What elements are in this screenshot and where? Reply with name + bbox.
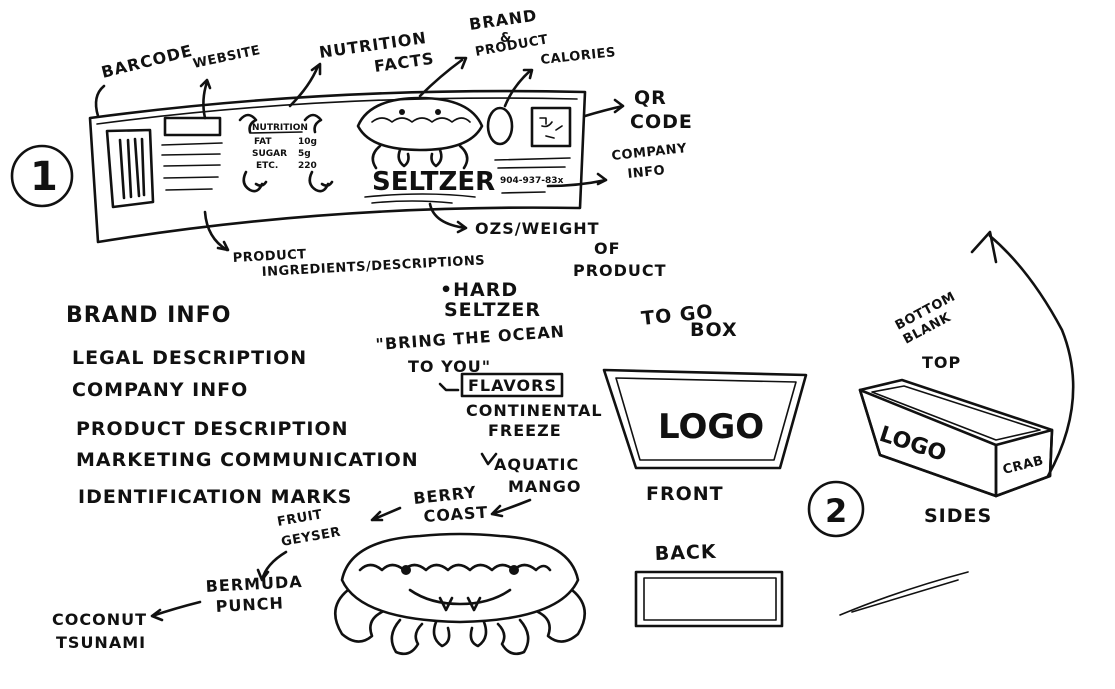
flavors-box — [460, 372, 564, 398]
nutrition-title: NUTRITION — [252, 123, 308, 133]
box-side-logo: LOGO — [876, 422, 949, 467]
claw-doodle-icon — [238, 113, 258, 134]
box-top-label: TOP — [922, 353, 961, 372]
arrow-icon — [370, 506, 402, 522]
note-hard-line1: •HARD — [440, 279, 518, 301]
pencil-stroke — [839, 571, 969, 616]
brand-info-item: LEGAL DESCRIPTION — [72, 347, 307, 369]
box-sides-label: SIDES — [924, 505, 992, 527]
note-tagline-line1: "BRING THE OCEAN — [375, 322, 566, 354]
callout-ingredients-line1: PRODUCT — [232, 247, 307, 266]
qr-code-box — [530, 106, 572, 148]
step-one-number: 1 — [10, 144, 74, 208]
step-two-circle — [807, 480, 865, 538]
callout-barcode: BARCODE — [99, 41, 194, 82]
nutrition-row-fat: FAT — [254, 137, 272, 147]
step-two-digit: 2 — [825, 492, 847, 530]
callout-ozs-line1: OZS/WEIGHT — [475, 219, 600, 238]
box-front-logo: LOGO — [658, 407, 764, 447]
flavor-fruit-line2: GEYSER — [280, 525, 342, 550]
brand-info-item: COMPANY INFO — [72, 379, 248, 401]
label-callouts: BARCODE WEBSITE NUTRITION FACTS BRAND & … — [94, 6, 693, 280]
note-flavors-label: FLAVORS — [468, 376, 557, 395]
flavor-coconut-line2: TSUNAMI — [56, 633, 146, 652]
claw-doodle-icon — [242, 170, 268, 193]
nutrition-value-sugar: 5g — [298, 149, 311, 159]
nutrition-value-etc: 220 — [298, 161, 317, 171]
note-tagline-line2: TO YOU" — [408, 357, 491, 376]
website-box — [163, 116, 222, 137]
callout-brand-line2: & — [500, 31, 512, 46]
barcode-box — [105, 128, 155, 209]
claw-doodle-icon — [308, 170, 334, 193]
calories-badge — [486, 106, 514, 146]
description-lines — [161, 142, 223, 191]
box-back-panel — [634, 570, 784, 628]
flavor-coconut-line1: COCONUT — [52, 610, 147, 629]
brand-info-item: PRODUCT DESCRIPTION — [76, 418, 349, 440]
flavor-bermuda-line2: PUNCH — [215, 593, 284, 616]
arrow-icon — [490, 498, 532, 518]
callout-website: WEBSITE — [192, 43, 262, 72]
brand-info-heading: BRAND INFO — [66, 303, 231, 328]
step-one-digit: 1 — [30, 154, 58, 200]
arrow-icon — [480, 452, 498, 466]
nutrition-block: NUTRITION FAT SUGAR ETC. 10g 5g 220 — [238, 113, 334, 193]
flavor-aquatic-line1: AQUATIC — [494, 455, 579, 474]
phone-number: 904-937-83x — [500, 176, 564, 186]
box-side-crab: CRAB — [1001, 453, 1045, 478]
callout-calories: CALORIES — [540, 45, 617, 68]
box-front-panel: LOGO — [602, 368, 808, 470]
arrow-icon — [150, 600, 202, 622]
box-front-label: FRONT — [646, 483, 724, 505]
box-back-label: BACK — [654, 541, 717, 565]
nutrition-value-fat: 10g — [298, 137, 317, 147]
arrow-icon — [438, 382, 460, 392]
to-go-line2: BOX — [690, 319, 738, 341]
seltzer-wordmark: SELTZER — [372, 167, 495, 197]
callout-company-line1: COMPANY — [611, 141, 688, 164]
callout-company-line2: INFO — [627, 163, 666, 182]
callout-qr-line1: QR — [634, 87, 667, 109]
box-3d-view: LOGO CRAB — [858, 378, 1054, 498]
callout-ozs-line3: PRODUCT — [573, 261, 667, 280]
flavor-fruit-line1: FRUIT — [276, 507, 324, 530]
label-panel: NUTRITION FAT SUGAR ETC. 10g 5g 220 SELT… — [88, 89, 587, 244]
flavor-berry-line2: COAST — [423, 503, 489, 526]
crab-illustration-icon — [334, 532, 586, 656]
claw-doodle-icon — [303, 113, 323, 134]
callout-qr-line2: CODE — [630, 111, 693, 133]
brand-info-item: IDENTIFICATION MARKS — [78, 486, 352, 508]
nutrition-row-sugar: SUGAR — [252, 149, 287, 159]
brand-info-item: MARKETING COMMUNICATION — [76, 449, 419, 471]
flavor-aquatic-line2: MANGO — [508, 477, 581, 496]
note-hard-line2: SELTZER — [444, 299, 541, 321]
to-go-box-section: TO GO BOX LOGO FRONT 2 BACK LOGO CRAB BO… — [602, 230, 1075, 628]
flavor-bermuda-line1: BERMUDA — [205, 572, 303, 596]
flavor-continental-line1: CONTINENTAL — [466, 401, 603, 420]
flavor-continental-line2: FREEZE — [488, 421, 562, 440]
crab-logo-small-icon — [356, 96, 484, 170]
callout-brand-line1: BRAND — [468, 6, 539, 34]
brand-info-list: BRAND INFO LEGAL DESCRIPTION COMPANY INF… — [66, 303, 419, 508]
nutrition-row-etc: ETC. — [256, 161, 278, 171]
callout-ozs-line2: OF — [594, 239, 621, 258]
arrow-icon — [256, 550, 288, 582]
flip-arrow-icon — [970, 230, 1075, 478]
